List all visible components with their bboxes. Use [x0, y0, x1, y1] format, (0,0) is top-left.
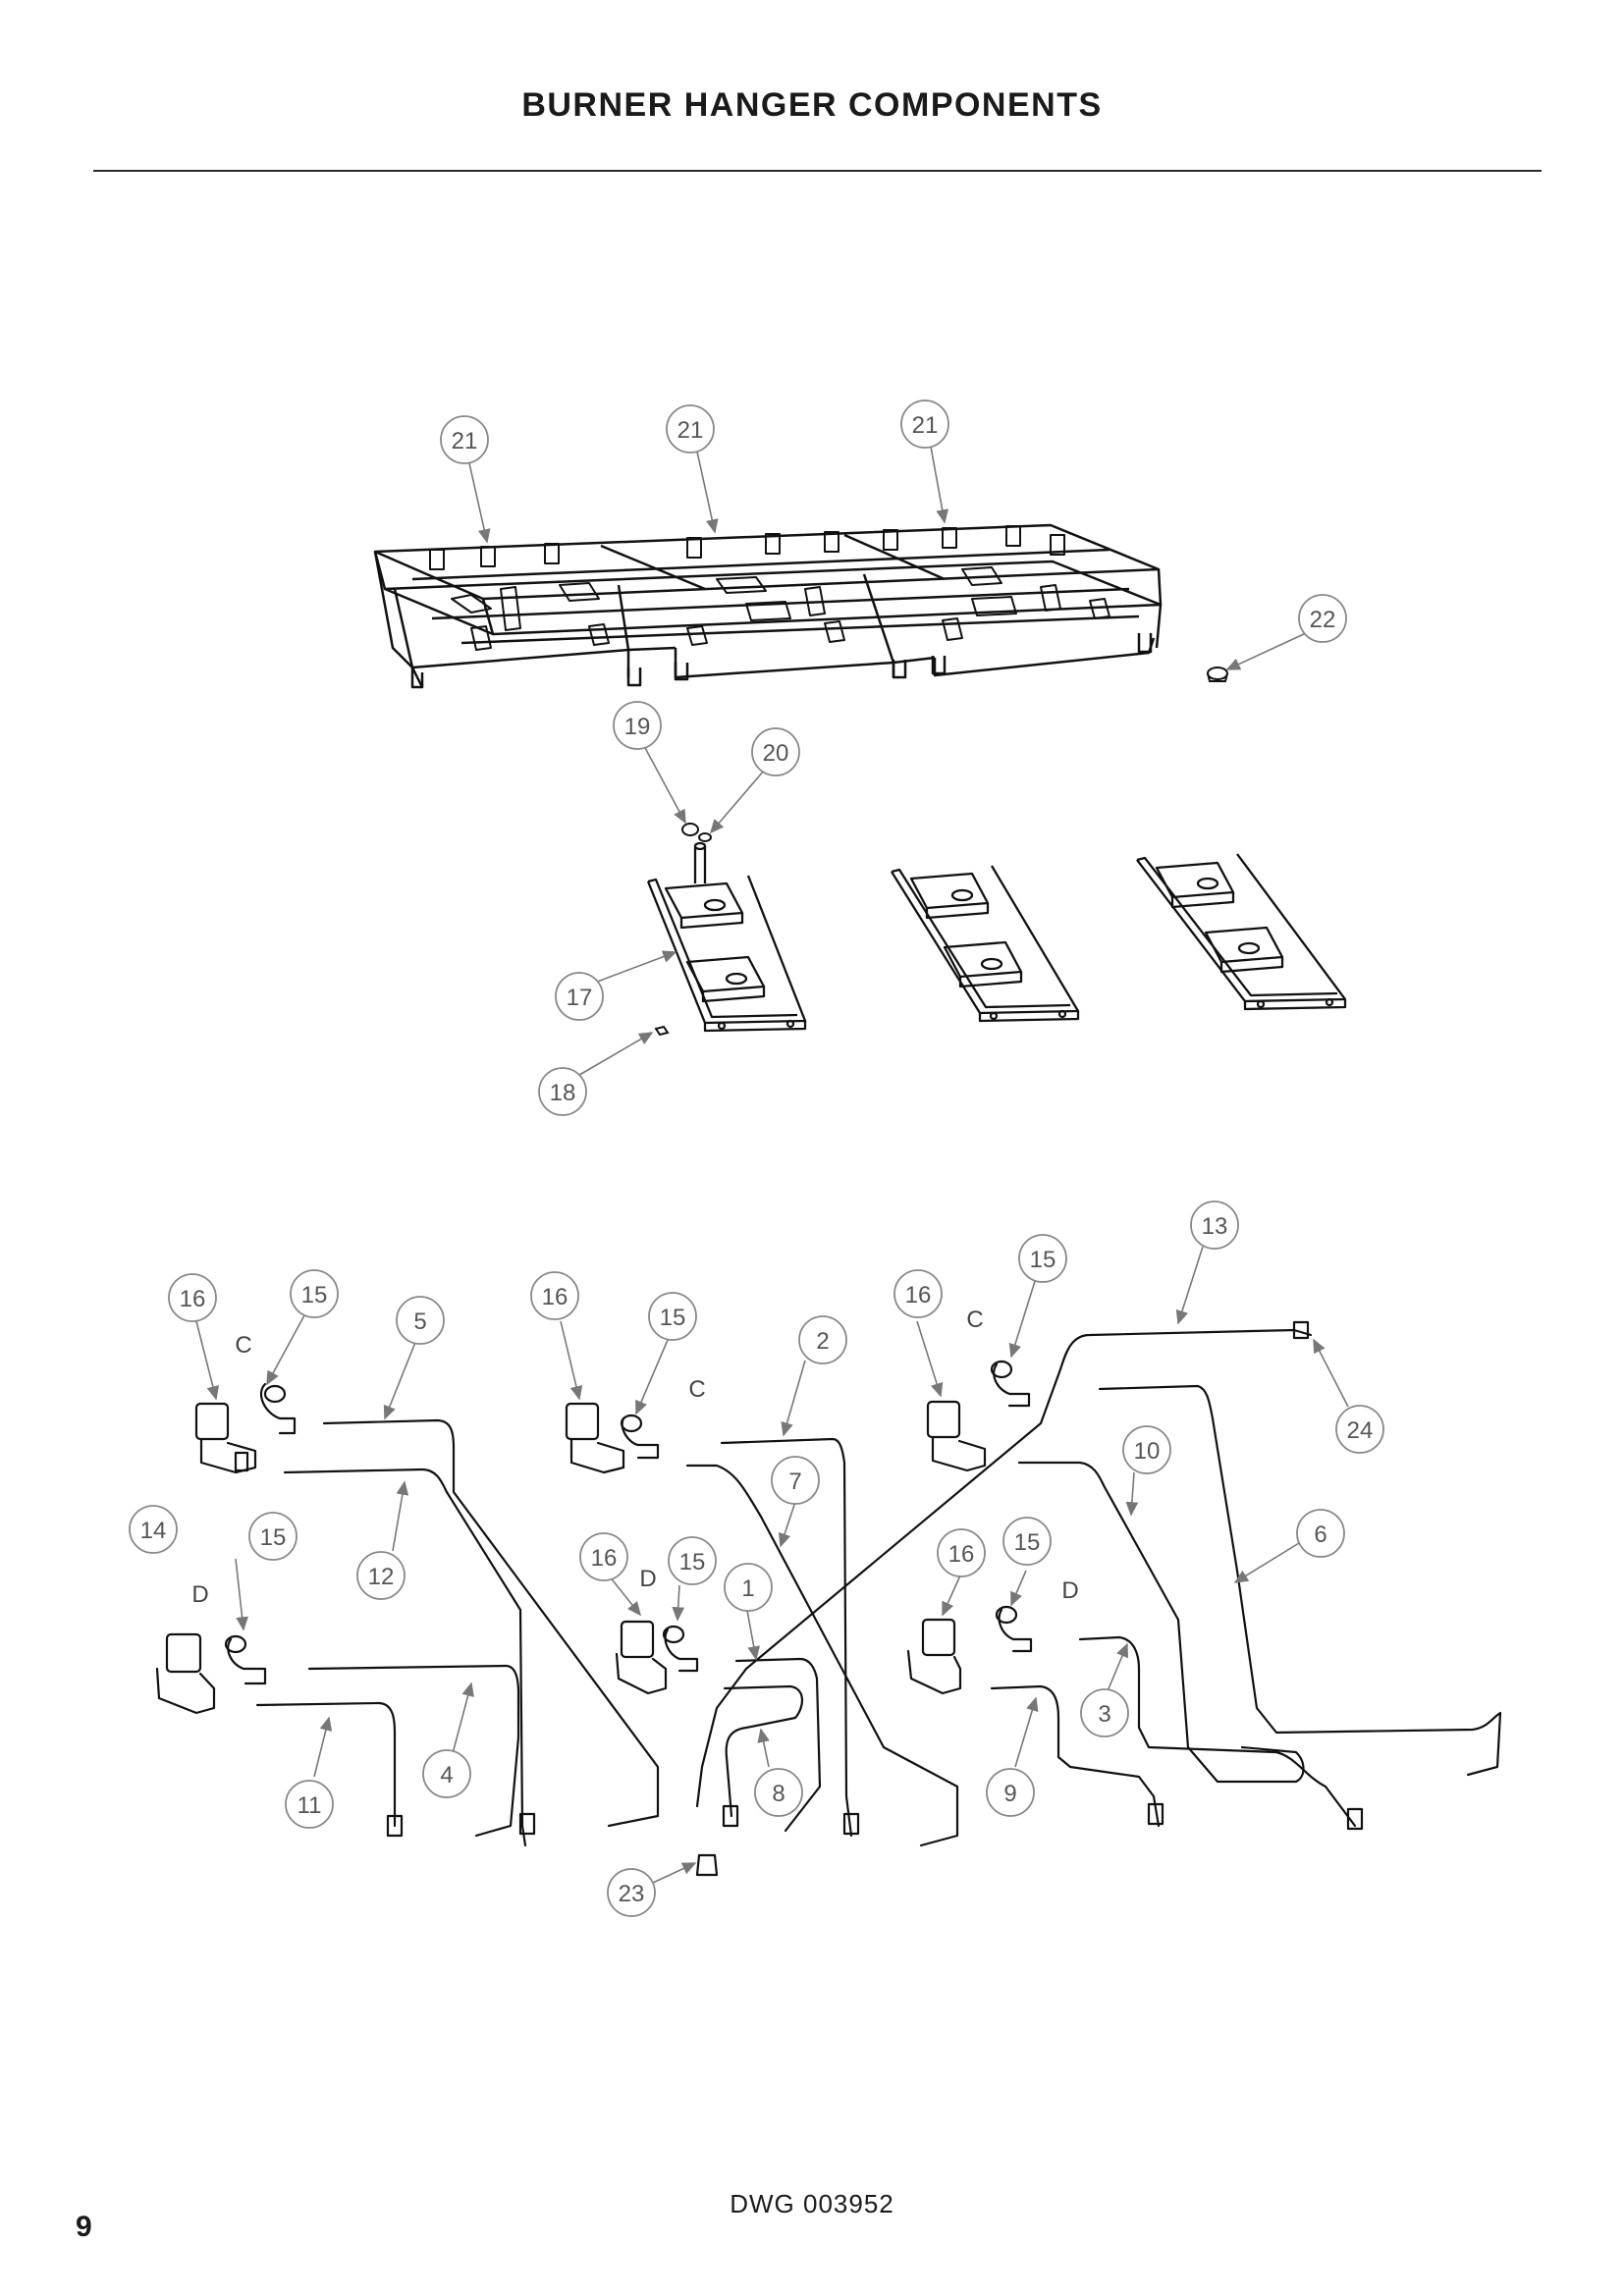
callout-16: 16: [591, 1545, 618, 1572]
callout-16: 16: [180, 1286, 206, 1312]
callout-12: 12: [368, 1564, 395, 1590]
callout-16: 16: [948, 1541, 975, 1568]
callout-4: 4: [440, 1762, 453, 1789]
callout-15: 15: [1030, 1247, 1056, 1273]
letter-c: C: [688, 1376, 705, 1403]
callout-10: 10: [1134, 1438, 1161, 1465]
page-number: 9: [76, 2211, 92, 2243]
callout-15: 15: [260, 1524, 287, 1551]
grate-assembly: [373, 523, 1163, 689]
callout-21: 21: [912, 412, 939, 439]
gas-tube-assembly: [155, 1320, 1502, 1877]
callout-24: 24: [1347, 1417, 1374, 1444]
valve-group-2: [565, 1402, 660, 1474]
callout-21: 21: [452, 428, 478, 454]
callout-7: 7: [788, 1468, 801, 1495]
part-22-plug: [1207, 667, 1228, 682]
callout-16: 16: [542, 1284, 568, 1310]
callout-13: 13: [1202, 1213, 1228, 1240]
letter-d: D: [1061, 1577, 1078, 1604]
callout-11: 11: [298, 1792, 322, 1819]
callout-6: 6: [1314, 1522, 1326, 1548]
letter-d: D: [639, 1566, 656, 1592]
callout-14: 14: [140, 1518, 167, 1544]
callout-9: 9: [1003, 1781, 1016, 1807]
valve-group-1: [194, 1382, 297, 1474]
valve-group-5: [615, 1620, 699, 1695]
valve-group-3: [926, 1360, 1031, 1472]
callout-15: 15: [660, 1305, 686, 1331]
callout-3: 3: [1098, 1701, 1110, 1728]
callout-15: 15: [679, 1549, 706, 1575]
callout-21: 21: [677, 417, 704, 444]
callout-2: 2: [816, 1328, 829, 1355]
callout-5: 5: [413, 1308, 426, 1335]
callout-8: 8: [772, 1781, 785, 1807]
orientation-letters: C C C D D D: [191, 1307, 1078, 1608]
valve-group-6: [906, 1605, 1033, 1695]
callout-labels: 21 21 21 22 19 20 17 18 13 24 16 15 5 16…: [140, 412, 1374, 1907]
drawing-number: DWG 003952: [730, 2189, 894, 2218]
callout-1: 1: [741, 1575, 754, 1602]
callout-circles: [129, 400, 1384, 1917]
leader-lines: [195, 446, 1349, 1884]
letter-c: C: [235, 1332, 251, 1359]
callout-22: 22: [1310, 607, 1336, 633]
valve-group-4: [155, 1632, 267, 1715]
callout-23: 23: [619, 1881, 645, 1907]
page-title: BURNER HANGER COMPONENTS: [521, 86, 1103, 124]
washer-and-screw-parts: [654, 823, 712, 1037]
title-divider: [93, 170, 1542, 172]
callout-15: 15: [1014, 1529, 1041, 1556]
callout-18: 18: [550, 1080, 576, 1106]
callout-16: 16: [905, 1282, 932, 1308]
callout-19: 19: [624, 714, 651, 740]
callout-17: 17: [567, 985, 593, 1011]
callout-20: 20: [763, 740, 789, 767]
callout-15: 15: [301, 1282, 328, 1308]
letter-d: D: [191, 1581, 208, 1608]
burner-hanger-assembly: [646, 841, 1347, 1033]
letter-c: C: [966, 1307, 983, 1333]
